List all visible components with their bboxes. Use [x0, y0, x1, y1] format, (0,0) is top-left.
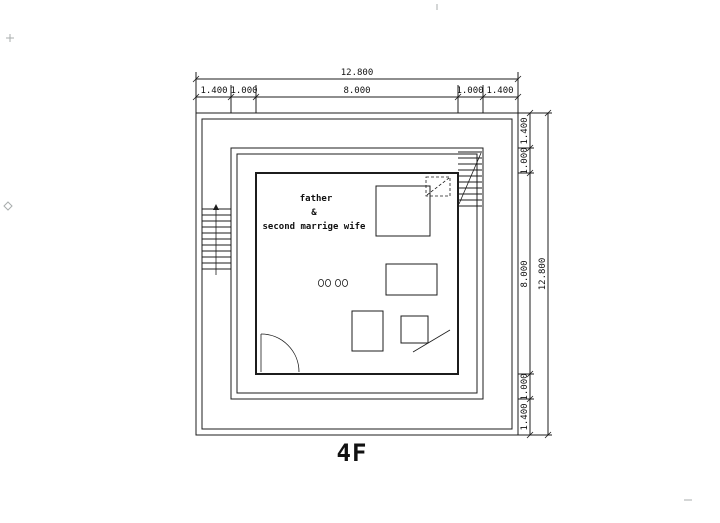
slipper-icon [334, 278, 341, 287]
ring-wall-inner-line [236, 153, 478, 394]
room-label-line2: & [311, 208, 317, 218]
stairs-upper-right [425, 151, 482, 207]
crop-marks [3, 4, 692, 501]
dim-right-total: 12.800 [538, 258, 548, 291]
furniture-large-square [375, 185, 431, 237]
dim-top-seg-1: 1.000 [230, 86, 257, 96]
inner-ring-wall [230, 147, 484, 400]
room-label-line3: second marrige wife [263, 221, 367, 232]
dim-top-seg-4: 1.400 [486, 86, 513, 96]
furniture-table [385, 263, 438, 296]
stair-break-line [458, 152, 482, 205]
crop-mark [3, 201, 13, 211]
door-arc [260, 333, 300, 373]
room-wall [254, 171, 460, 376]
slipper-pair-icon [317, 278, 331, 287]
outer-wall [195, 112, 519, 436]
dimension-top: 12.800 1.400 1.000 8.000 1.000 1.400 [192, 68, 522, 113]
dim-top-seg-2: 8.000 [343, 86, 370, 96]
furniture [260, 185, 451, 373]
slipper-pair-icon [334, 278, 348, 287]
dim-top-seg-0: 1.400 [200, 86, 227, 96]
furniture-rect [351, 310, 384, 352]
ring-wall-outline [230, 147, 484, 400]
stairs-left [202, 204, 231, 275]
outer-wall-inner-line [201, 118, 513, 430]
dim-right-seg-3: 1.000 [520, 373, 530, 400]
stair-direction-arrow-icon [213, 204, 219, 210]
dim-top-total: 12.800 [341, 68, 374, 78]
slipper-icon [324, 278, 331, 287]
door-swing [260, 333, 300, 373]
slipper-icon [341, 278, 348, 287]
dim-right-seg-1: 1.000 [520, 147, 530, 174]
outer-wall-outline [195, 112, 519, 436]
room-label: father & second marrige wife [263, 194, 367, 232]
room-label-line1: father [300, 194, 333, 204]
overhead-opening-dashed [425, 176, 451, 197]
dim-right-seg-4: 1.400 [520, 403, 530, 430]
dim-right-seg-2: 8.000 [520, 260, 530, 287]
floor-title: 4F [337, 439, 368, 467]
dim-top-seg-3: 1.000 [456, 86, 483, 96]
slipper-icon [317, 278, 324, 287]
furniture-small-square [400, 315, 429, 344]
dim-right-seg-0: 1.400 [520, 117, 530, 144]
door-leaf-diagonal [412, 329, 451, 353]
dimension-right: 1.400 1.000 8.000 1.000 1.400 12.800 [518, 109, 552, 439]
